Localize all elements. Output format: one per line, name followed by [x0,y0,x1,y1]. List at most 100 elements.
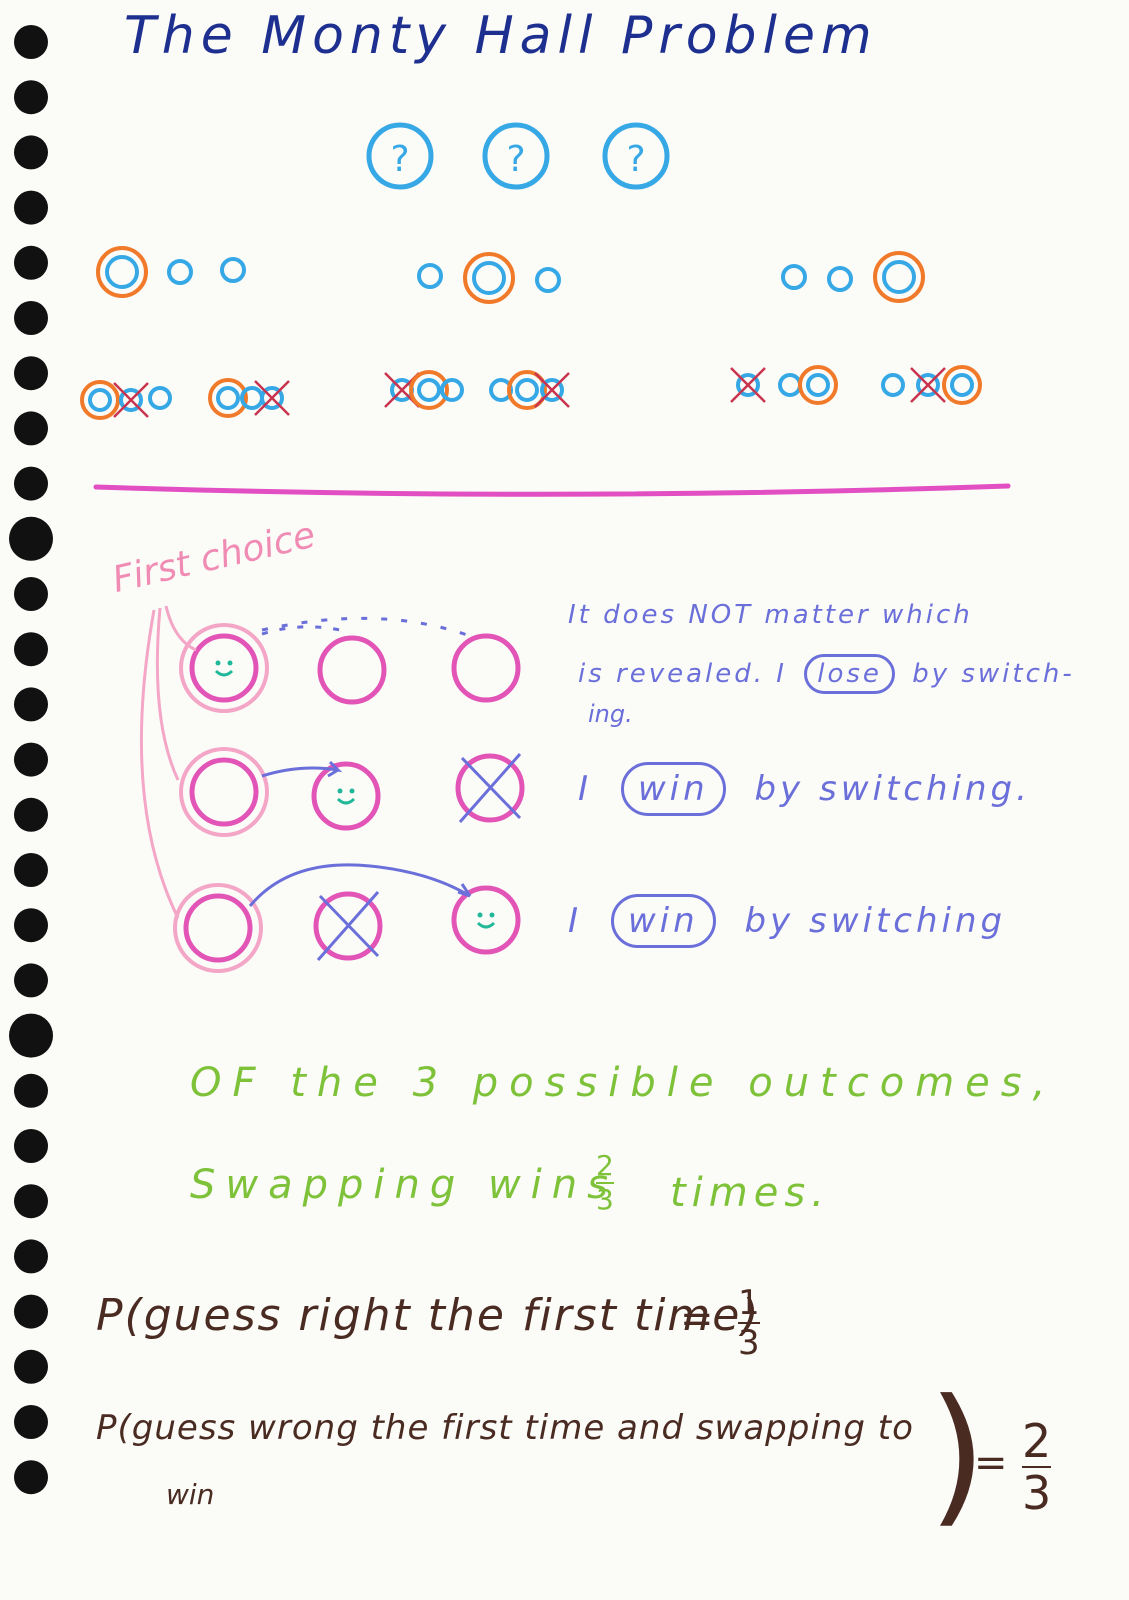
small-door [88,388,112,412]
picked-ring [80,380,120,420]
lose-word-circled: lose [804,654,895,694]
cross-mark [730,367,766,403]
binding-hole [14,356,48,391]
first-choice-connector [155,607,180,781]
small-door [882,260,916,294]
binding-hole [14,908,48,943]
binding-hole [14,190,48,225]
binding-hole [9,516,53,561]
first-choice-connector [139,609,180,919]
small-door [119,388,143,412]
small-door [220,257,246,283]
small-door [167,259,193,285]
pink-door [455,753,525,823]
picked-ring [507,370,547,410]
row1-post: by switch- [912,659,1075,689]
binding-hole [14,1294,48,1329]
formula1-den: 3 [738,1323,760,1363]
formula1-num: 1 [738,1283,760,1323]
page-title: The Monty Hall Problem [124,6,878,66]
formula2-close-paren: ) [928,1368,987,1542]
row3-pre: I [568,901,583,941]
smile-eye [489,912,495,918]
small-door [535,267,561,293]
first-choice-ring [173,883,263,973]
small-door [515,378,539,402]
picked-ring [798,365,838,405]
cross-mark [113,382,149,418]
binding-hole [14,742,48,777]
cross-mark [910,367,946,403]
formula2-equals: = [974,1440,1008,1486]
door-circle [366,122,434,190]
binding-hole [14,687,48,722]
cross-mark [534,372,570,408]
win-word-circled: win [620,762,726,816]
conclusion-line2-post: times. [670,1170,830,1216]
binding-hole [14,1405,48,1439]
binding-hole [14,301,48,335]
smile-eye [337,788,343,794]
small-door [472,261,506,295]
small-door [806,373,830,397]
binding-hole [14,577,48,611]
row1-pre: is revealed. I [578,659,787,689]
binding-hole [14,411,48,446]
question-mark: ? [626,139,645,180]
binding-hole [14,1239,48,1274]
formula1-lhs: P(guess right the first time) [96,1290,761,1341]
small-door [916,373,940,397]
pink-door [189,757,259,827]
small-door [827,266,853,292]
conclusion-fraction-den: 3 [596,1183,614,1216]
pink-door [451,633,521,703]
smile-mouth [336,797,356,805]
cross-mark [460,756,522,820]
picked-ring [96,246,148,298]
door-circle [602,122,670,190]
row2-pre: I [578,769,593,809]
question-mark: ? [390,139,409,180]
formula2-num: 2 [1022,1414,1052,1468]
row1-annotation-line1: It does NOT matter which [568,600,973,630]
picked-ring [873,251,925,303]
pink-door [189,633,259,703]
small-door [417,263,443,289]
binding-hole [14,1460,48,1495]
formula2-fraction: 2 3 [1022,1414,1052,1516]
switching-diagram [139,605,525,973]
picked-ring [942,365,982,405]
small-door [417,378,441,402]
binding-hole [14,1073,48,1108]
small-door [881,373,905,397]
picked-ring [208,378,248,418]
cross-mark [318,894,380,958]
binding-holes [9,25,53,1495]
conclusion-line1: OF the 3 possible outcomes, [190,1060,1057,1106]
first-pick-row [96,246,925,304]
small-door [778,373,802,397]
small-door [540,378,564,402]
switch-arrow [261,760,343,778]
small-door [736,373,760,397]
small-door [216,386,240,410]
picked-ring [463,252,515,304]
row1-annotation-line2: is revealed. I lose by switch- [578,654,1075,694]
smile-eye [349,788,355,794]
row3-post: by switching [744,901,1007,941]
small-door [148,386,172,410]
reveal-row [80,365,982,420]
small-door [105,255,139,289]
row3-annotation: I win by switching [568,894,1006,948]
smile-eye [227,660,233,666]
binding-hole [14,135,48,170]
pink-door [317,635,387,705]
dotted-arrow [261,625,341,636]
binding-hole [14,853,48,887]
formula1-fraction: 1 3 [738,1286,760,1360]
smile-eye [477,912,483,918]
binding-hole [14,25,48,59]
row2-post: by switching. [754,769,1031,809]
pink-door [451,885,521,955]
